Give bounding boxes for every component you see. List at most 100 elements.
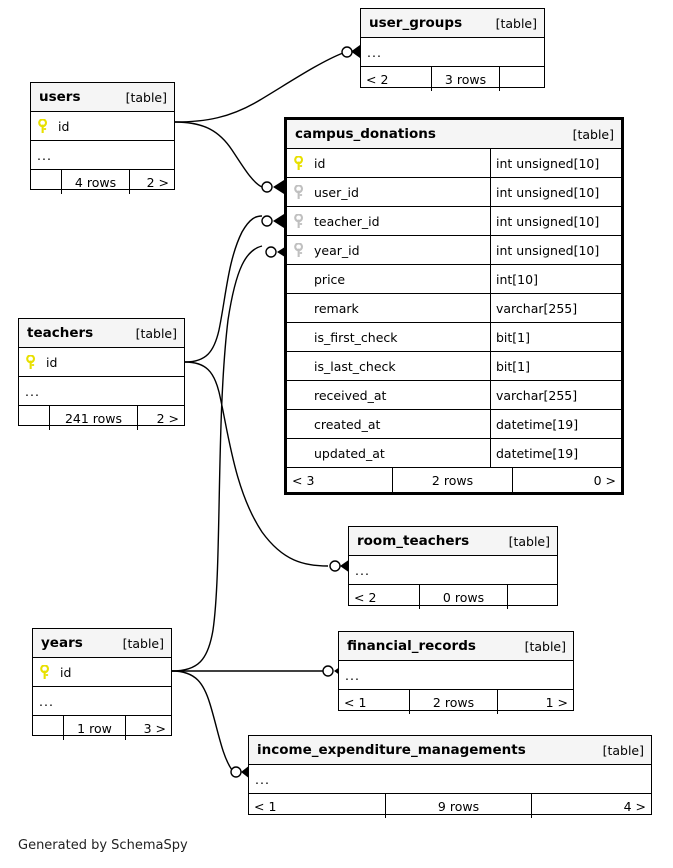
- table-header: teachers [table]: [19, 319, 184, 348]
- column-row[interactable]: received_at varchar[255]: [287, 381, 621, 410]
- column-row[interactable]: updated_at datetime[19]: [287, 439, 621, 468]
- table-years[interactable]: years [table] id ... 1 row 3 >: [32, 628, 172, 740]
- column-type-cell: int unsigned[10]: [490, 236, 621, 264]
- no-key-icon: [294, 446, 307, 461]
- table-header: room_teachers [table]: [349, 527, 557, 556]
- table-header: years [table]: [33, 629, 171, 658]
- columns-collapsed-indicator[interactable]: ...: [31, 141, 174, 170]
- footer-row-count: 3 rows: [431, 67, 499, 91]
- footer-children-count: [507, 585, 557, 609]
- columns-collapsed-indicator[interactable]: ...: [349, 556, 557, 585]
- column-type-cell: varchar[255]: [490, 294, 621, 322]
- table-title: financial_records: [347, 638, 476, 654]
- column-name-cell: id: [33, 658, 171, 686]
- column-label: is_last_check: [314, 358, 396, 374]
- footer-children-count: [499, 67, 544, 91]
- column-name-cell: is_last_check: [287, 352, 490, 380]
- column-row[interactable]: created_at datetime[19]: [287, 410, 621, 439]
- table-campus-donations[interactable]: campus_donations [table] id int unsigned…: [284, 117, 624, 495]
- table-type-tag: [table]: [572, 126, 614, 142]
- table-footer: 241 rows 2 >: [19, 405, 184, 430]
- table-financial-records[interactable]: financial_records [table] ... < 1 2 rows…: [338, 631, 574, 714]
- column-row[interactable]: is_first_check bit[1]: [287, 323, 621, 352]
- table-user-groups[interactable]: user_groups [table] ... < 2 3 rows: [360, 8, 545, 91]
- edge-teachers-to-campus-donations-teacher-id: [184, 215, 263, 363]
- column-row[interactable]: price int[10]: [287, 265, 621, 294]
- table-income-expenditure-managements[interactable]: income_expenditure_managements [table] .…: [248, 735, 652, 818]
- column-row[interactable]: user_id int unsigned[10]: [287, 178, 621, 207]
- column-type-cell: bit[1]: [490, 352, 621, 380]
- edge-users-to-campus-donations-user-id: [174, 121, 263, 188]
- columns-collapsed-indicator[interactable]: ...: [361, 38, 544, 67]
- table-header: users [table]: [31, 83, 174, 112]
- column-row[interactable]: id: [33, 658, 171, 687]
- column-label: updated_at: [314, 445, 385, 461]
- no-key-icon: [294, 388, 307, 403]
- table-title: users: [39, 89, 81, 105]
- table-footer: < 2 3 rows: [361, 66, 544, 91]
- footer-row-count: 2 rows: [409, 690, 497, 714]
- table-footer: < 1 9 rows 4 >: [249, 793, 651, 818]
- foreign-key-icon: [294, 183, 307, 200]
- footer-row-count: 2 rows: [392, 468, 512, 492]
- table-title: years: [41, 635, 83, 651]
- edge-users-to-user-groups: [174, 52, 344, 123]
- footer-parents-count: < 1: [254, 798, 277, 814]
- no-key-icon: [294, 359, 307, 374]
- column-row[interactable]: is_last_check bit[1]: [287, 352, 621, 381]
- column-row[interactable]: id: [19, 348, 184, 377]
- column-name-cell: id: [31, 112, 174, 140]
- column-type-cell: varchar[255]: [490, 381, 621, 409]
- primary-key-icon: [38, 117, 51, 134]
- footer-row-count: 1 row: [63, 716, 125, 740]
- footer-children-count: 0 >: [512, 468, 621, 492]
- no-key-icon: [294, 272, 307, 287]
- columns-collapsed-indicator[interactable]: ...: [249, 765, 651, 794]
- primary-key-icon: [26, 353, 39, 370]
- column-row[interactable]: year_id int unsigned[10]: [287, 236, 621, 265]
- table-footer: 1 row 3 >: [33, 715, 171, 740]
- footer-row-count: 0 rows: [419, 585, 507, 609]
- columns-collapsed-indicator[interactable]: ...: [33, 687, 171, 716]
- table-title: room_teachers: [357, 533, 470, 549]
- table-footer: < 3 2 rows 0 >: [287, 467, 621, 492]
- column-name-cell: remark: [287, 294, 490, 322]
- table-title: user_groups: [369, 15, 463, 31]
- column-row[interactable]: teacher_id int unsigned[10]: [287, 207, 621, 236]
- table-users[interactable]: users [table] id ... 4 rows 2 >: [30, 82, 175, 194]
- table-header: campus_donations [table]: [287, 120, 621, 149]
- column-name-cell: created_at: [287, 410, 490, 438]
- footer-children-count: 2 >: [137, 406, 184, 430]
- column-row[interactable]: remark varchar[255]: [287, 294, 621, 323]
- table-header: financial_records [table]: [339, 632, 573, 661]
- column-name-cell: id: [287, 149, 490, 177]
- column-row[interactable]: id int unsigned[10]: [287, 149, 621, 178]
- edge-years-to-income-expenditure-managements: [171, 670, 233, 771]
- footer-children-count: 2 >: [129, 170, 174, 194]
- columns-collapsed-indicator[interactable]: ...: [339, 661, 573, 690]
- footer-parents-count: < 3: [292, 472, 315, 488]
- table-footer: < 2 0 rows: [349, 584, 557, 609]
- column-type-cell: datetime[19]: [490, 439, 621, 467]
- column-type-cell: bit[1]: [490, 323, 621, 351]
- footer-parents-count: < 1: [344, 694, 367, 710]
- columns-collapsed-indicator[interactable]: ...: [19, 377, 184, 406]
- column-name-cell: price: [287, 265, 490, 293]
- column-row[interactable]: id: [31, 112, 174, 141]
- footer-parents-count: < 2: [354, 589, 377, 605]
- footer-children-count: 1 >: [497, 690, 573, 714]
- column-label: created_at: [314, 416, 381, 432]
- table-room-teachers[interactable]: room_teachers [table] ... < 2 0 rows: [348, 526, 558, 609]
- footer-parents-count: < 2: [366, 71, 389, 87]
- table-header: income_expenditure_managements [table]: [249, 736, 651, 765]
- table-type-tag: [table]: [135, 325, 177, 341]
- column-type-cell: int unsigned[10]: [490, 207, 621, 235]
- column-label: is_first_check: [314, 329, 398, 345]
- column-name-cell: teacher_id: [287, 207, 490, 235]
- table-teachers[interactable]: teachers [table] id ... 241 rows 2 >: [18, 318, 185, 430]
- footer-row-count: 4 rows: [61, 170, 129, 194]
- table-footer: < 1 2 rows 1 >: [339, 689, 573, 714]
- footer-row-count: 241 rows: [49, 406, 137, 430]
- table-footer: 4 rows 2 >: [31, 169, 174, 194]
- column-label: user_id: [314, 184, 359, 200]
